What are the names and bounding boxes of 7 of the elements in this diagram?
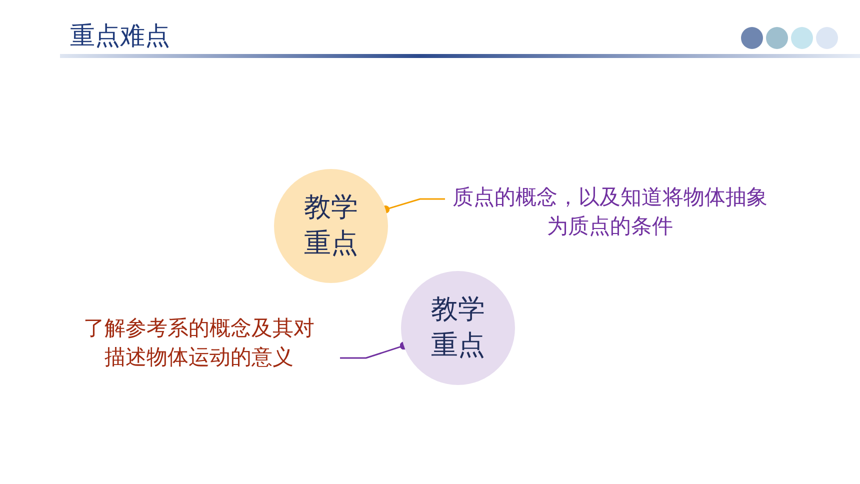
circle-label: 教学重点 bbox=[430, 293, 486, 363]
leader-line bbox=[382, 198, 445, 214]
description-text: 了解参考系的概念及其对描述物体运动的意义 bbox=[78, 314, 320, 372]
slide-title: 重点难点 bbox=[70, 20, 170, 52]
leader-line bbox=[340, 342, 408, 359]
circle-label: 教学重点 bbox=[303, 191, 359, 261]
description-text: 质点的概念，以及知道将物体抽象为质点的条件 bbox=[445, 183, 775, 241]
